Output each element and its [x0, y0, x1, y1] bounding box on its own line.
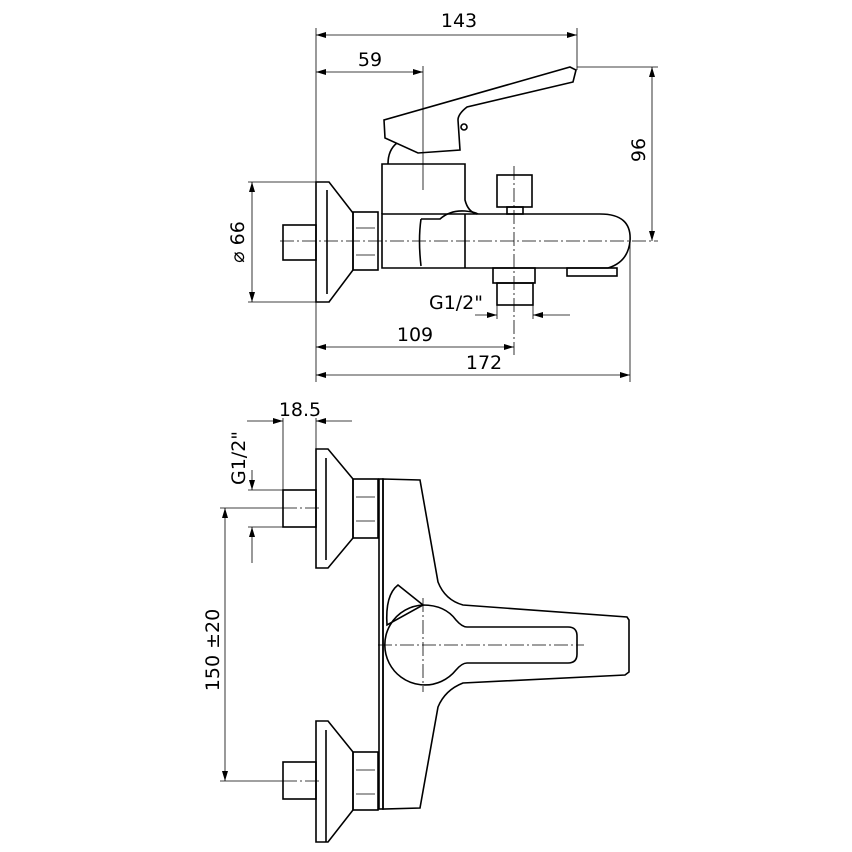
dim-label-172: 172: [466, 352, 502, 374]
lever-hub: [384, 604, 578, 686]
dim-label-150: 150 ±20: [202, 609, 224, 691]
diverter-stem: [506, 206, 524, 215]
shower-outlet-thread: [496, 282, 534, 306]
mixer-body-front: [382, 478, 630, 810]
wall-flange: [315, 181, 354, 303]
front-view: 18.5 G1/2" 150 ±20: [202, 399, 630, 843]
dim-label-g12-inlet: G1/2": [228, 431, 250, 485]
inlet-pipe: [282, 224, 317, 261]
dim-label-59: 59: [358, 49, 382, 71]
body-sleeve: [418, 218, 422, 267]
lever-handle: [383, 66, 577, 154]
dim-label-g12: G1/2": [429, 292, 483, 314]
side-view: 143 59 96 ⌀ 66 G1/2" 109 172: [227, 10, 658, 382]
hex-nut: [352, 211, 379, 271]
dim-label-109: 109: [397, 324, 433, 346]
wall-flange-top: [315, 448, 354, 569]
dim-label-66: ⌀ 66: [227, 221, 249, 263]
lever-screw: [460, 123, 468, 131]
wall-flange-bottom: [315, 720, 354, 843]
body-sleeve-top: [421, 210, 479, 220]
spacer: [385, 583, 425, 627]
hex-nut-top: [352, 478, 379, 539]
dim-label-18-5: 18.5: [279, 399, 321, 421]
aerator: [566, 267, 618, 277]
lever-base: [387, 142, 398, 165]
diverter-knob: [496, 174, 533, 208]
mixer-column: [381, 163, 478, 215]
dim-label-96: 96: [628, 138, 650, 162]
spout-body: [381, 213, 631, 269]
inlet-pipe-top: [282, 489, 317, 528]
inlet-pipe-bottom: [282, 761, 317, 800]
dim-label-143: 143: [441, 10, 477, 32]
hex-nut-bottom: [352, 751, 379, 811]
